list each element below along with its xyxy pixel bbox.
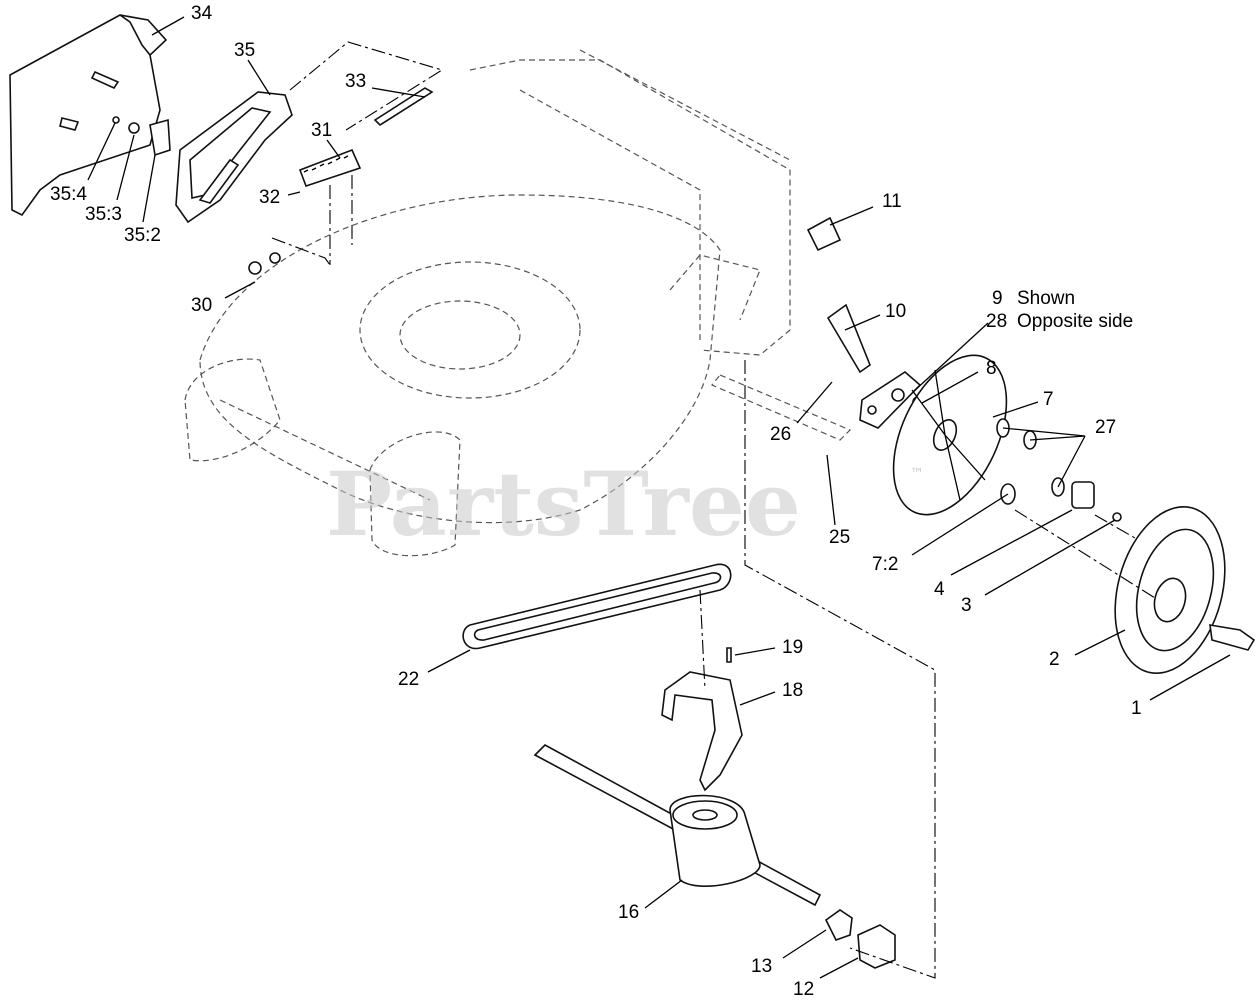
- callout-27: 27: [1095, 417, 1116, 438]
- callout-30: 30: [191, 295, 212, 316]
- note-shown: Shown: [1017, 288, 1075, 309]
- rear-bag-cover: [9, 14, 168, 217]
- callout-35: 35: [234, 40, 255, 61]
- callout-32: 32: [259, 187, 280, 208]
- mower-deck: [184, 49, 852, 557]
- callout-35-3: 35:3: [85, 204, 122, 225]
- callout-28: 28: [986, 311, 1007, 332]
- watermark-text: PartsTree: [326, 452, 801, 556]
- rear-wheel: [1114, 506, 1256, 674]
- callout-leaders: [87, 16, 1231, 979]
- door-handle-assembly: [112, 91, 293, 224]
- callout-8: 8: [986, 358, 997, 379]
- spring-and-rod: [248, 87, 434, 275]
- callout-31: 31: [311, 120, 332, 141]
- watermark-trademark: ™: [910, 466, 924, 482]
- callout-2: 2: [1049, 649, 1060, 670]
- callout-7: 7: [1043, 389, 1054, 410]
- drive-belt: [462, 563, 732, 650]
- note-opposite-side: Opposite side: [1017, 311, 1133, 332]
- callout-33: 33: [345, 71, 366, 92]
- callout-19: 19: [782, 637, 803, 658]
- callout-4: 4: [934, 579, 945, 600]
- transmission: [533, 744, 822, 907]
- callout-10: 10: [885, 301, 906, 322]
- callout-35-4: 35:4: [50, 184, 87, 205]
- callout-9: 9: [992, 288, 1003, 309]
- callout-25: 25: [829, 527, 850, 548]
- callout-11: 11: [882, 191, 902, 212]
- callout-13: 13: [751, 956, 772, 977]
- callout-3: 3: [961, 595, 972, 616]
- callout-1: 1: [1131, 698, 1142, 719]
- callout-34: 34: [191, 3, 213, 24]
- callout-35-2: 35:2: [124, 225, 161, 246]
- callout-12: 12: [793, 979, 814, 1000]
- callout-labels: 34 35 33 31 32 35:4 35:3 35:2 30 11 10 9…: [50, 3, 1142, 1000]
- partstree-watermark: PartsTree ™: [326, 452, 924, 556]
- hub-plate: [892, 354, 1008, 516]
- axle-bearings: [824, 909, 896, 969]
- height-adjust-bracket: [806, 216, 924, 429]
- callout-22: 22: [398, 669, 419, 690]
- callout-26: 26: [770, 424, 791, 445]
- callout-7-2: 7:2: [872, 554, 898, 575]
- assembly-lines: [271, 41, 1156, 979]
- transmission-bracket: [661, 647, 743, 792]
- callout-16: 16: [618, 902, 639, 923]
- callout-18: 18: [782, 680, 803, 701]
